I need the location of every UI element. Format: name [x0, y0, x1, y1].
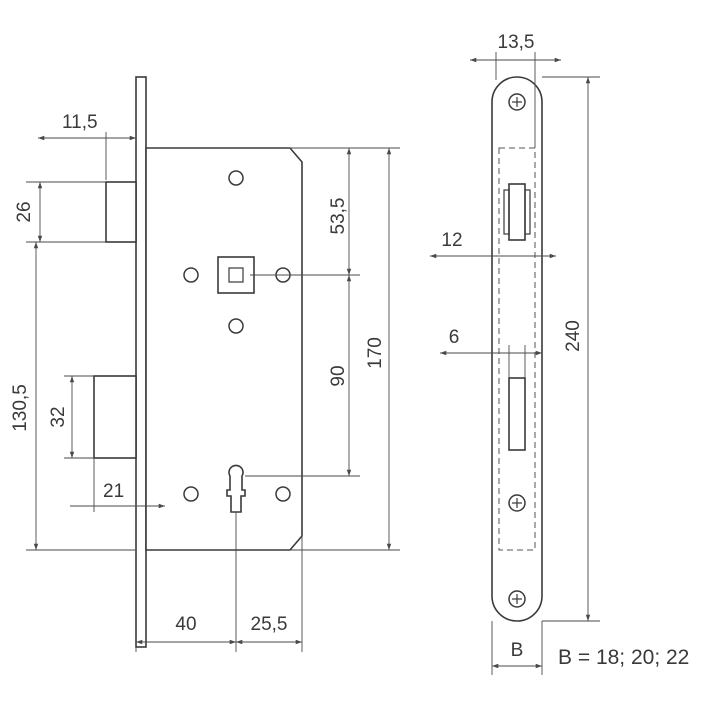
screw-hole: [508, 590, 526, 608]
screw-hole: [183, 486, 199, 502]
dim-label-170: 170: [365, 337, 386, 369]
dim-label-53-5: 53,5: [328, 198, 349, 235]
dead-bolt: [93, 375, 137, 459]
keyhole: [226, 464, 246, 513]
screw-hole: [228, 318, 244, 334]
b-values-note: B = 18; 20; 22: [558, 646, 689, 669]
dim-label-130-5: 130,5: [10, 384, 31, 432]
dim-label-6: 6: [449, 327, 460, 348]
deadbolt-opening: [508, 377, 526, 451]
screw-hole: [183, 267, 199, 283]
screw-hole: [275, 486, 291, 502]
dim-label-26: 26: [14, 201, 35, 222]
spindle-square: [228, 267, 244, 283]
dim-label-240: 240: [563, 320, 584, 352]
dim-label-12: 12: [441, 230, 462, 251]
dim-label-25-5: 25,5: [251, 614, 288, 635]
dim-label-b: B: [511, 640, 524, 661]
follower-hub: [217, 256, 255, 294]
dim-label-21: 21: [103, 481, 124, 502]
dim-label-40: 40: [175, 614, 196, 635]
faceplate: [135, 76, 147, 648]
dim-label-90: 90: [328, 365, 349, 386]
case-outline-hidden: [498, 147, 536, 551]
latch-opening: [508, 183, 526, 241]
screw-hole: [508, 93, 526, 111]
lock-side-view: 11,5 26 130,5 32 21 53,5 90 170: [10, 76, 400, 652]
dim-label-13-5: 13,5: [498, 32, 535, 53]
dim-label-32: 32: [48, 406, 69, 427]
dim-label-11-5: 11,5: [62, 112, 98, 133]
screw-hole: [228, 170, 244, 186]
faceplate-front-view: 13,5 12 6 240 B B = 18; 20; 22: [430, 32, 689, 675]
screw-hole: [508, 494, 526, 512]
latch-bolt: [105, 181, 137, 243]
